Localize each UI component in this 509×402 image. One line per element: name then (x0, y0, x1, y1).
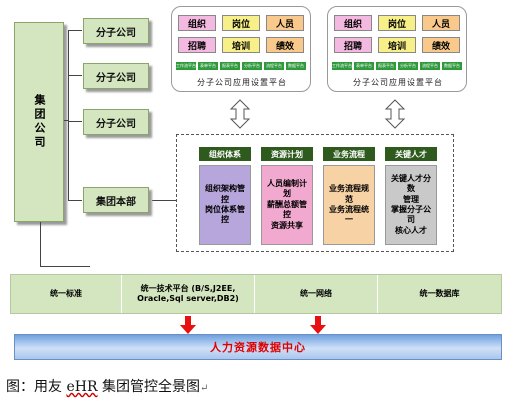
tile-performance-1: 绩效 (266, 37, 304, 53)
hr-data-center-bar: 人力资源数据中心 (14, 334, 502, 360)
hq-label: 集团本部 (96, 196, 136, 208)
tile-org-2: 组织 (334, 15, 372, 31)
connector-branch-3 (68, 121, 82, 122)
connector-hq (68, 200, 82, 201)
red-arrow-down-icon (310, 316, 326, 334)
group-company-box: 集团公司 (14, 22, 64, 222)
group-company-label: 集团公司 (33, 94, 46, 150)
col-header-talent: 关键人才 (385, 147, 437, 161)
col-header-org: 组织体系 (199, 147, 251, 161)
branch-company-2-label: 分子公司 (96, 72, 136, 84)
tile-performance-2: 绩效 (422, 37, 460, 53)
tile-recruit-2: 招聘 (334, 37, 372, 53)
mini-platform: 表单平台 (198, 62, 218, 70)
mini-platform: 流程平台 (264, 62, 284, 70)
base-database: 统一数据库 (378, 275, 501, 313)
subsidiary-platform-1: 组织 岗位 人员 招聘 培训 绩效 工作流平台 表单平台 报表平台 分析平台 流… (171, 6, 311, 92)
mini-platform: 工作流平台 (332, 62, 352, 70)
tile-post-2: 岗位 (378, 15, 416, 31)
branch-company-2: 分子公司 (83, 63, 149, 89)
tile-training-2: 培训 (378, 37, 416, 53)
caption-suffix: 集团管控全景图 (97, 379, 200, 395)
mini-platform: 工作流平台 (176, 62, 196, 70)
col-body-resource: 人员编制计划 薪酬总额管控 资源共享 (261, 165, 313, 245)
tile-org-1: 组织 (178, 15, 216, 31)
tile-recruit-1: 招聘 (178, 37, 216, 53)
branch-company-3-label: 分子公司 (96, 118, 136, 130)
branch-company-1: 分子公司 (83, 18, 149, 44)
figure-caption: 图：用友 eHR 集团管控全景图↵ (6, 376, 306, 396)
base-network: 统一网络 (255, 275, 378, 313)
mini-platform: 报表平台 (220, 62, 240, 70)
tile-staff-2: 人员 (422, 15, 460, 31)
mini-platform: 数据平台 (442, 62, 462, 70)
connector-group (64, 120, 68, 121)
platform-2-label: 分子公司应用设置平台 (353, 78, 443, 87)
mini-platform: 数据平台 (286, 62, 306, 70)
platform-1-label: 分子公司应用设置平台 (197, 78, 287, 87)
mini-platform: 分析平台 (242, 62, 262, 70)
connector-to-base (40, 266, 90, 267)
mini-platform: 分析平台 (398, 62, 418, 70)
col-body-org: 组织架构管控 岗位体系管控 (199, 165, 251, 245)
mini-platform-row-2: 工作流平台 表单平台 报表平台 分析平台 流程平台 数据平台 (332, 62, 462, 70)
connector-branch-1 (68, 30, 82, 31)
col-header-process: 业务流程 (323, 147, 375, 161)
branch-company-1-label: 分子公司 (96, 27, 136, 39)
mini-platform: 报表平台 (376, 62, 396, 70)
tile-post-1: 岗位 (222, 15, 260, 31)
caption-prefix: 图：用友 (6, 379, 67, 395)
double-arrow-icon (229, 99, 251, 129)
connector-down-left (40, 222, 41, 266)
mini-platform: 表单平台 (354, 62, 374, 70)
base-standard: 统一标准 (11, 275, 122, 313)
connector-bracket-vertical (68, 30, 69, 200)
caption-brand: eHR (66, 379, 98, 395)
tile-staff-1: 人员 (266, 15, 304, 31)
mini-platform-row-1: 工作流平台 表单平台 报表平台 分析平台 流程平台 数据平台 (176, 62, 306, 70)
branch-company-3: 分子公司 (83, 109, 149, 135)
col-body-process: 业务流程规范 业务流程统一 (323, 165, 375, 245)
red-arrow-down-icon (180, 316, 196, 334)
col-body-talent: 关键人才分数 管理 掌握分子公司 核心人才 (385, 165, 437, 245)
col-header-resource: 资源计划 (261, 147, 313, 161)
group-control-panel: 组织体系 组织架构管控 岗位体系管控 资源计划 人员编制计划 薪酬总额管控 资源… (176, 134, 454, 252)
base-tech-platform: 统一技术平台 (B/S,J2EE, Oracle,Sql server,DB2) (122, 275, 255, 313)
mini-platform: 流程平台 (420, 62, 440, 70)
hq-box: 集团本部 (83, 187, 149, 213)
subsidiary-platform-2: 组织 岗位 人员 招聘 培训 绩效 工作流平台 表单平台 报表平台 分析平台 流… (327, 6, 467, 92)
connector-to-control (152, 200, 176, 201)
connector-branch-2 (68, 75, 82, 76)
hr-data-center-label: 人力资源数据中心 (210, 341, 306, 354)
double-arrow-icon (384, 99, 406, 129)
tile-training-1: 培训 (222, 37, 260, 53)
foundation-layer: 统一标准 统一技术平台 (B/S,J2EE, Oracle,Sql server… (10, 274, 502, 314)
return-mark-icon: ↵ (199, 383, 209, 394)
